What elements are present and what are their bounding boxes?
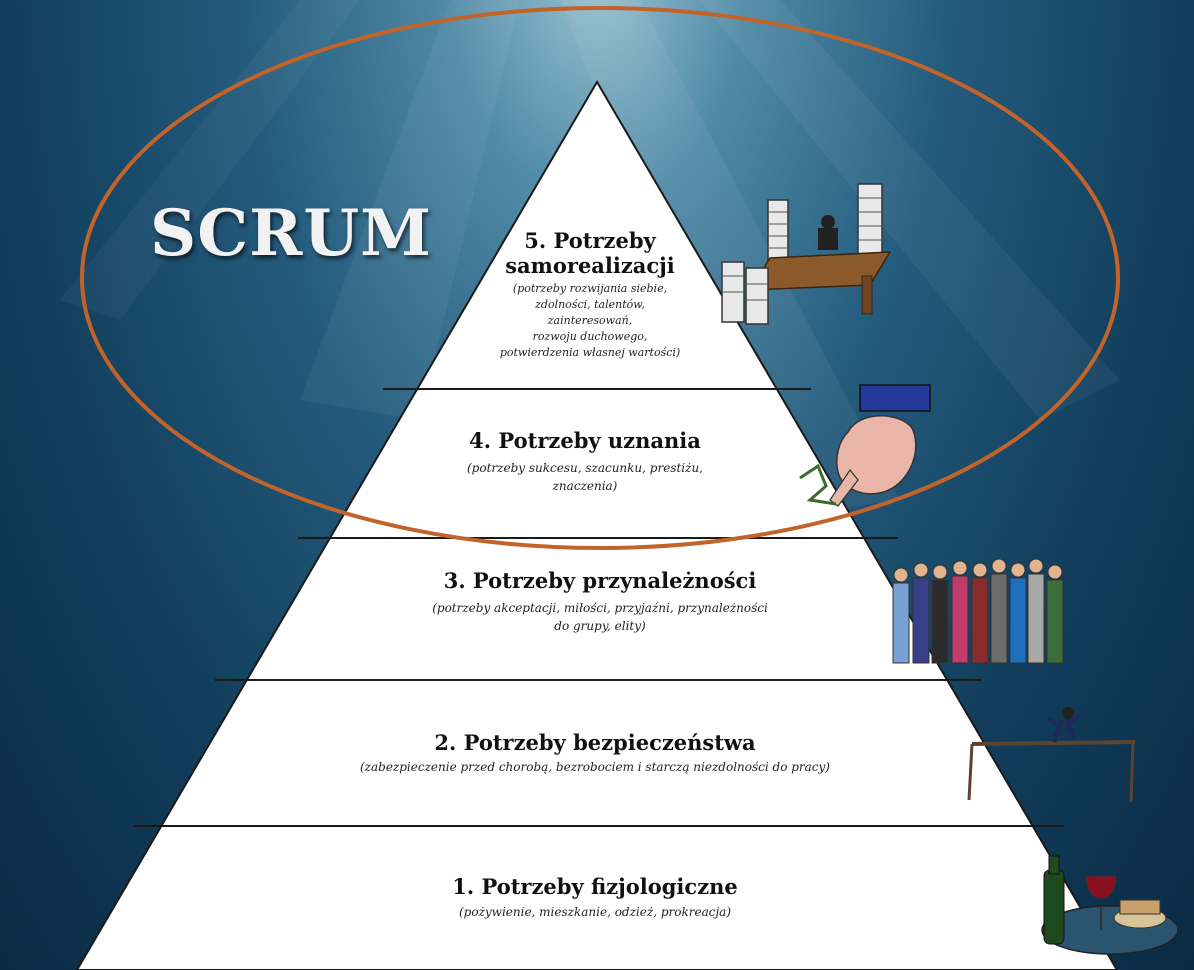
food-and-wine-icon [1041, 855, 1179, 955]
level-3-sub-1: (potrzeby akceptacji, miłości, przyjaźni… [432, 601, 768, 615]
crowd-of-people-icon [892, 558, 1064, 664]
level-2-sub-1: (zabezpieczenie przed chorobą, bezroboci… [359, 760, 830, 774]
level-4-sub-2: znaczenia) [552, 479, 618, 493]
level-5-sub-5: potwierdzenia własnej wartości) [499, 346, 681, 359]
level-5-title-2: samorealizacji [505, 253, 675, 278]
level-5-sub-4: rozwoju duchowego, [532, 330, 648, 343]
level-1-title: 1. Potrzeby fizjologiczne [452, 874, 738, 899]
level-1-sub-1: (pożywienie, mieszkanie, odzież, prokrea… [458, 905, 732, 919]
person-on-bridge-icon [967, 707, 1136, 803]
level-3-title: 3. Potrzeby przynależności [443, 568, 757, 593]
scrum-label: SCRUM [150, 196, 432, 271]
level-4-sub-1: (potrzeby sukcesu, szacunku, prestiżu, [467, 461, 703, 475]
hand-crushing-figure-icon [799, 384, 931, 507]
level-3-sub-2: do grupy, elity) [554, 619, 646, 633]
level-2-title: 2. Potrzeby bezpieczeństwa [434, 730, 756, 755]
level-4-title: 4. Potrzeby uznania [469, 428, 701, 453]
level-5-sub-1: (potrzeby rozwijania siebie, [512, 282, 668, 295]
level-5-sub-2: zdolności, talentów, [535, 298, 645, 311]
level-5-title: 5. Potrzeby [524, 228, 656, 253]
level-5-sub-3: zainteresowań, [547, 314, 633, 327]
